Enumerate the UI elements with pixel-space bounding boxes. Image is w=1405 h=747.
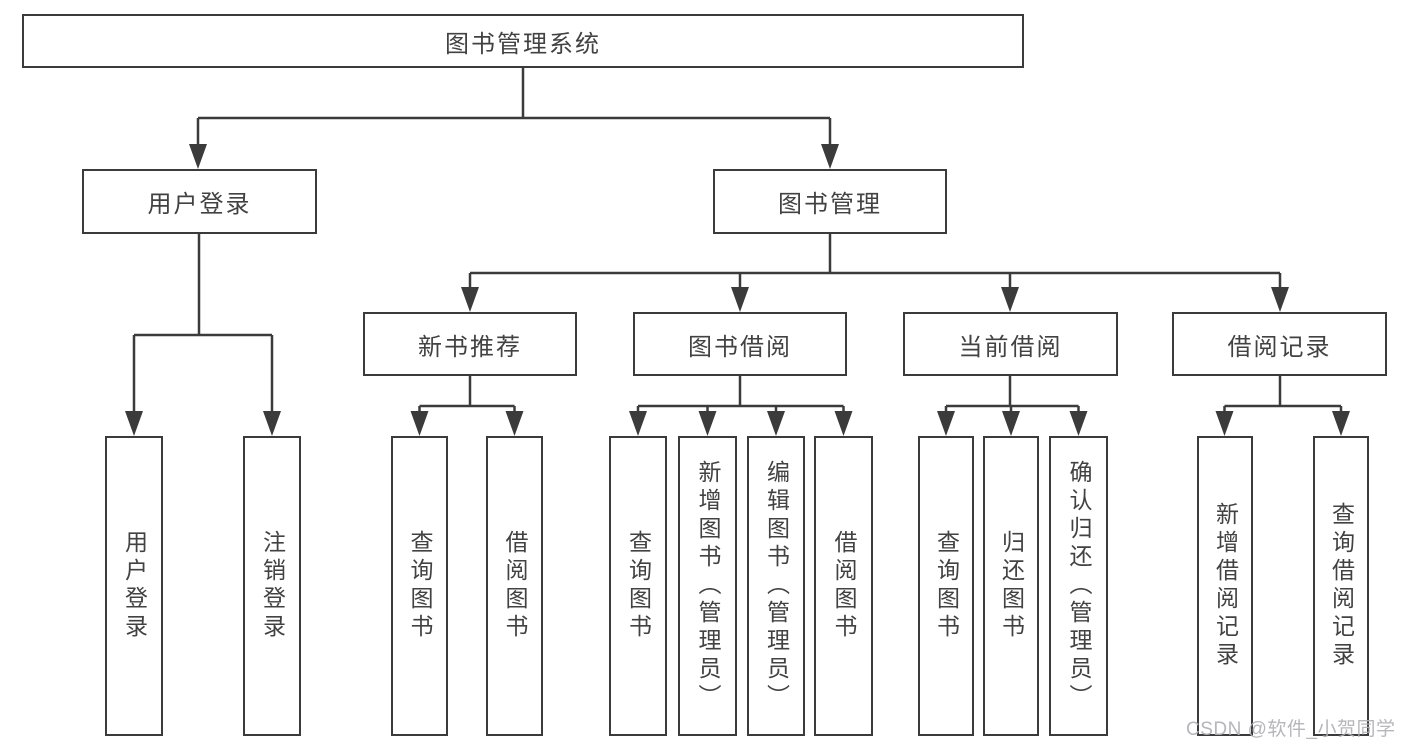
node-current-borrowing: 当前借阅 [903,312,1118,376]
leaf-borrowing-add-book-admin: 新增图书（管理员） [678,436,737,736]
leaf-user-login: 用户登录 [105,436,163,736]
node-borrowing-records-label: 借阅记录 [1227,333,1332,361]
leaf-borrowing-borrow-book: 借阅图书 [814,436,873,736]
leaf-recommend-query-book-label: 查询图书 [407,530,433,642]
node-user-login: 用户登录 [82,169,317,234]
node-book-management-label: 图书管理 [778,191,882,218]
node-current-borrowing-label: 当前借阅 [958,333,1063,361]
leaf-records-add-record-label: 新增借阅记录 [1212,502,1239,670]
node-book-management: 图书管理 [713,169,947,234]
leaf-current-return-book: 归还图书 [983,436,1039,736]
leaf-borrowing-query-book-label: 查询图书 [625,530,652,642]
leaf-current-query-book: 查询图书 [918,436,974,736]
leaf-records-add-record: 新增借阅记录 [1197,436,1253,736]
node-book-borrowing: 图书借阅 [633,312,847,376]
node-root-label: 图书管理系统 [445,30,601,58]
leaf-recommend-borrow-book: 借阅图书 [486,436,543,736]
leaf-records-query-record: 查询借阅记录 [1313,436,1369,736]
arrowheads [125,144,1350,436]
leaf-borrowing-edit-book-admin-label: 编辑图书（管理员） [763,460,790,712]
node-root: 图书管理系统 [22,14,1024,68]
node-user-login-label: 用户登录 [147,191,252,218]
leaf-current-confirm-return-admin-label: 确认归还（管理员） [1066,460,1092,712]
connector-path [132,68,1343,414]
leaf-current-return-book-label: 归还图书 [998,530,1025,642]
leaf-recommend-borrow-book-label: 借阅图书 [502,530,528,642]
leaf-borrowing-edit-book-admin: 编辑图书（管理员） [747,436,805,736]
leaf-borrowing-query-book: 查询图书 [609,436,667,736]
leaf-logout: 注销登录 [243,436,301,736]
leaf-logout-label: 注销登录 [259,530,286,642]
node-new-book-recommend: 新书推荐 [363,312,577,376]
node-borrowing-records: 借阅记录 [1172,312,1387,376]
leaf-recommend-query-book: 查询图书 [391,436,448,736]
leaf-current-query-book-label: 查询图书 [933,530,960,642]
leaf-current-confirm-return-admin: 确认归还（管理员） [1049,436,1108,736]
leaf-records-query-record-label: 查询借阅记录 [1328,502,1355,670]
leaf-user-login-label: 用户登录 [121,530,148,642]
node-book-borrowing-label: 图书借阅 [688,333,792,361]
leaf-borrowing-borrow-book-label: 借阅图书 [831,530,857,642]
leaf-borrowing-add-book-admin-label: 新增图书（管理员） [695,460,721,712]
node-new-book-recommend-label: 新书推荐 [418,333,522,361]
csdn-watermark: CSDN @软件_小贺同学 [1186,719,1396,740]
